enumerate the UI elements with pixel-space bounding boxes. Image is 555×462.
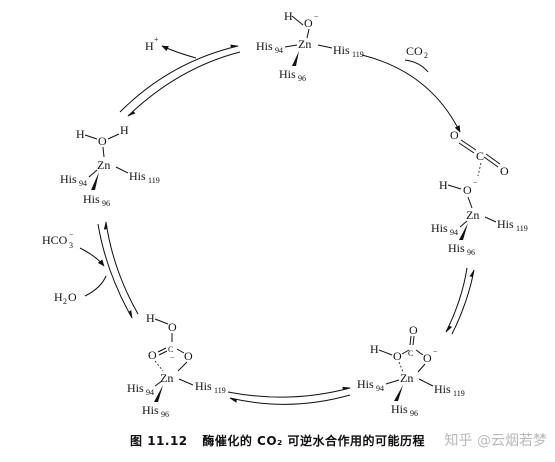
equilibrium-arrow-right — [445, 267, 475, 335]
watermark: 知乎 @云烟若梦 — [444, 433, 547, 449]
atom-zn: Zn — [466, 208, 479, 222]
reagent-co2: CO 2 — [406, 44, 428, 60]
svg-text:96: 96 — [410, 409, 418, 418]
atom-zn: Zn — [160, 371, 173, 385]
svg-text:119: 119 — [516, 224, 528, 233]
figure-number: 图 11.12 — [130, 434, 188, 448]
species-top: H O − Zn His 94 His 119 His 96 — [256, 9, 364, 83]
arrow-co2-binding — [361, 54, 461, 133]
ligand-his96: His — [279, 67, 296, 81]
svg-text:−: − — [473, 178, 478, 187]
figure-caption: 图 11.12 酶催化的 CO₂ 可逆水合作用的可能历程 — [0, 432, 555, 449]
ligand-his96: His — [448, 241, 465, 255]
atom-o: O — [98, 134, 107, 148]
svg-text:96: 96 — [298, 74, 306, 83]
svg-text:119: 119 — [214, 386, 226, 395]
svg-text:119: 119 — [453, 389, 465, 398]
ligand-his96: His — [142, 403, 159, 417]
svg-text:96: 96 — [161, 410, 169, 419]
bond — [317, 44, 333, 49]
svg-text:94: 94 — [450, 228, 458, 237]
svg-text:H: H — [145, 39, 154, 53]
svg-text:94: 94 — [146, 388, 154, 397]
svg-text:−: − — [69, 230, 74, 239]
atom-zn: Zn — [400, 371, 413, 385]
atom-c: C — [408, 349, 413, 358]
svg-text:2: 2 — [424, 51, 428, 60]
bond — [284, 44, 298, 48]
svg-text:94: 94 — [275, 46, 283, 55]
species-left: H O H Zn His 94 His 119 His 96 — [60, 123, 160, 208]
atom-h: H — [284, 9, 293, 23]
bond — [291, 15, 304, 26]
atom-h: H — [120, 123, 129, 137]
reagent-h-plus: H + — [145, 35, 159, 53]
svg-text:2: 2 — [63, 297, 67, 306]
svg-text:96: 96 — [467, 248, 475, 257]
svg-text:−: − — [170, 353, 175, 362]
ligand-his94: His — [431, 221, 448, 235]
atom-h: H — [370, 342, 379, 356]
ligand-his94: His — [127, 381, 144, 395]
atom-h: H — [439, 178, 448, 192]
ligand-his119: His — [195, 379, 212, 393]
svg-text:94: 94 — [79, 179, 87, 188]
svg-text:+: + — [154, 35, 159, 44]
bond — [306, 28, 310, 39]
ligand-his96: His — [391, 402, 408, 416]
atom-o: O — [393, 349, 402, 363]
atom-o: O — [500, 164, 509, 178]
atom-o: O — [450, 128, 459, 142]
equilibrium-arrow-top-left — [119, 44, 241, 117]
svg-text:CO: CO — [406, 44, 423, 58]
atom-o: O — [168, 320, 177, 334]
wedge-bond — [292, 51, 299, 66]
atom-zn: Zn — [97, 158, 110, 172]
atom-h: H — [146, 311, 155, 325]
svg-text:96: 96 — [102, 199, 110, 208]
atom-h: H — [76, 127, 85, 141]
species-right: O C O H O − Zn His 94 His 119 His 96 — [431, 128, 528, 257]
atom-c: C — [476, 149, 484, 163]
atom-c: C — [168, 345, 173, 354]
atom-o: O — [184, 349, 193, 363]
reagent-hco3: HCO 3 − — [42, 230, 74, 250]
ligand-his119: His — [434, 382, 451, 396]
atom-o: O — [423, 351, 432, 365]
atom-o: O — [304, 16, 313, 30]
atom-o: O — [463, 183, 472, 197]
equilibrium-arrow-bottom — [227, 386, 351, 405]
species-bottom-left: H O C O O − Zn His 94 His 119 His 96 — [127, 311, 226, 419]
svg-text:O: O — [68, 290, 77, 304]
ligand-his94: His — [256, 39, 273, 53]
species-bottom-right: O H O C O − Zn His 94 His 119 His 96 — [357, 323, 465, 418]
charge: − — [314, 12, 319, 21]
ligand-his96: His — [83, 192, 100, 206]
equilibrium-arrow-left — [79, 221, 139, 319]
reagent-h2o: H 2 O — [54, 290, 77, 306]
svg-text:119: 119 — [352, 50, 364, 59]
atom-zn: Zn — [298, 37, 311, 51]
svg-text:94: 94 — [376, 384, 384, 393]
ligand-his94: His — [357, 377, 374, 391]
ligand-his119: His — [497, 217, 514, 231]
svg-text:HCO: HCO — [42, 233, 68, 247]
ligand-his119: His — [129, 169, 146, 183]
svg-text:3: 3 — [69, 241, 73, 250]
ligand-his119: His — [333, 43, 350, 57]
atom-o: O — [148, 348, 157, 362]
svg-text:H: H — [54, 290, 63, 304]
atom-o: O — [409, 323, 418, 337]
svg-text:−: − — [433, 347, 438, 356]
figure-title: 酶催化的 CO₂ 可逆水合作用的可能历程 — [202, 434, 425, 448]
svg-text:119: 119 — [148, 176, 160, 185]
ligand-his94: His — [60, 172, 77, 186]
